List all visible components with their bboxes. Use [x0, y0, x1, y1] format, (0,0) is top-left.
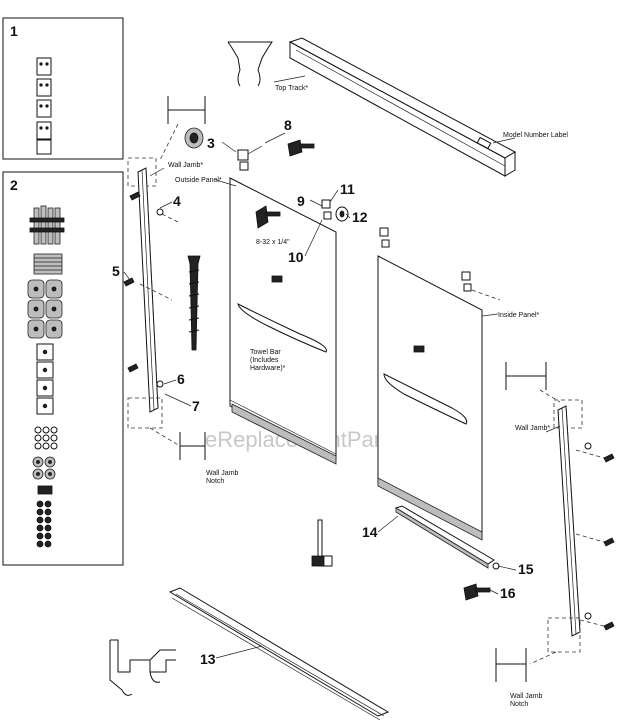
panel-hardware-11-12 [321, 199, 349, 222]
long-screw [187, 255, 201, 351]
roller-part [184, 127, 204, 149]
door-clip [311, 519, 333, 567]
callout-11: 11 [340, 181, 355, 197]
callout-13: 13 [200, 651, 216, 667]
right-notch-label-1: Wall Jamb [510, 693, 543, 700]
top-hardware-8 [237, 132, 315, 171]
box-label-2: 2 [10, 177, 18, 193]
callout-7: 7 [192, 398, 200, 414]
callout-10: 10 [288, 249, 304, 265]
right-wall-jamb-notch: Wall Jamb Notch [495, 648, 557, 708]
callout-12: 12 [352, 209, 368, 225]
callout-numbers: 3 4 5 6 7 8 9 10 11 12 13 14 15 16 [112, 117, 534, 667]
callout-16: 16 [500, 585, 516, 601]
callout-9: 9 [297, 193, 305, 209]
left-wall-jamb-notch: Wall Jamb Notch [149, 427, 239, 485]
callout-5: 5 [112, 263, 120, 279]
callout-14: 14 [362, 524, 378, 540]
callout-8: 8 [284, 117, 292, 133]
box-label-1: 1 [10, 23, 18, 39]
left-notch-label-1: Wall Jamb [206, 470, 239, 477]
kit-box-2: 2 [2, 171, 124, 566]
right-wall-jamb: Wall Jamb* [505, 362, 615, 653]
top-track-profile [227, 41, 273, 87]
towel-bar-label-1: Towel Bar [250, 349, 281, 356]
towel-bar-label-3: Hardware)* [250, 365, 286, 372]
kit-box-1: 1 [2, 17, 124, 160]
outside-panel: Outside Panel* Towel Bar (Includes Hardw… [175, 177, 337, 465]
outside-panel-label: Outside Panel* [175, 177, 222, 184]
screw-size-label: 8-32 x 1/4" [256, 239, 290, 246]
top-track-label: Top Track* [275, 85, 308, 92]
inside-panel-label: Inside Panel* [498, 312, 540, 319]
inside-panel: Inside Panel* [377, 227, 540, 541]
bottom-guide [394, 505, 500, 601]
right-notch-label-2: Notch [510, 701, 528, 708]
towel-bar-label-2: (Includes [250, 357, 279, 364]
callout-15: 15 [518, 561, 534, 577]
left-notch-label-2: Notch [206, 478, 224, 485]
bottom-track [109, 587, 390, 721]
model-number-label: Model Number Label [503, 132, 568, 139]
callout-3: 3 [207, 135, 215, 151]
left-wall-jamb: Wall Jamb* [123, 96, 206, 429]
left-wall-jamb-label: Wall Jamb* [168, 162, 203, 169]
callout-4: 4 [173, 193, 181, 209]
callout-6: 6 [177, 371, 185, 387]
leader-lines [123, 141, 517, 659]
top-track: Top Track* Model Number Label [273, 37, 568, 177]
right-wall-jamb-label: Wall Jamb* [515, 425, 550, 432]
